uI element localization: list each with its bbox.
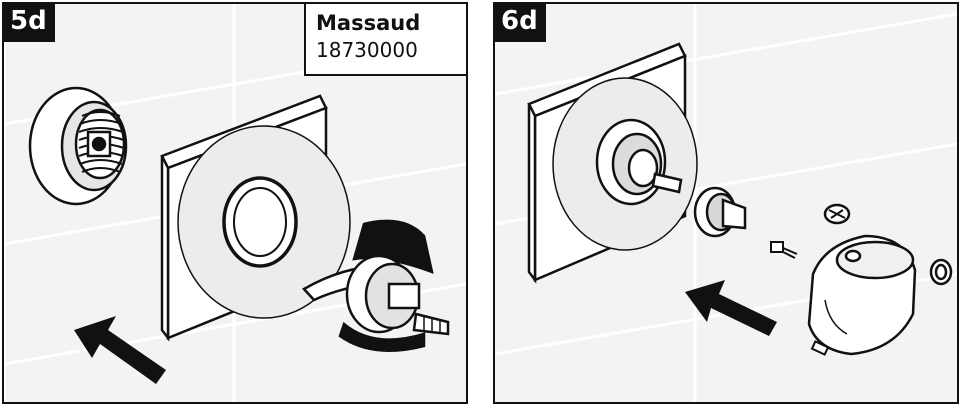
push-direction-arrow xyxy=(685,280,777,336)
step-label: 6d xyxy=(495,4,546,42)
set-screw xyxy=(810,340,830,356)
product-label-box: Massaud 18730000 xyxy=(304,4,466,76)
step-5d-illustration xyxy=(4,4,466,402)
cap xyxy=(823,203,851,225)
product-name: Massaud xyxy=(316,11,421,35)
adapter-sleeve xyxy=(693,186,747,238)
handle xyxy=(807,234,917,356)
valve-body-flange xyxy=(28,86,128,206)
product-number: 18730000 xyxy=(316,38,418,62)
cover-plate xyxy=(160,94,351,342)
step-label: 5d xyxy=(4,4,55,42)
cover-plate-installed xyxy=(527,42,698,284)
cartridge-with-rotation-arrow xyxy=(302,219,450,352)
step-6d-illustration xyxy=(495,4,957,402)
screw xyxy=(770,241,798,259)
ring xyxy=(929,258,953,286)
step-5d-panel: 5d Massaud 18730000 xyxy=(2,2,468,404)
step-6d-panel: 6d xyxy=(493,2,959,404)
push-direction-arrow xyxy=(74,316,166,384)
